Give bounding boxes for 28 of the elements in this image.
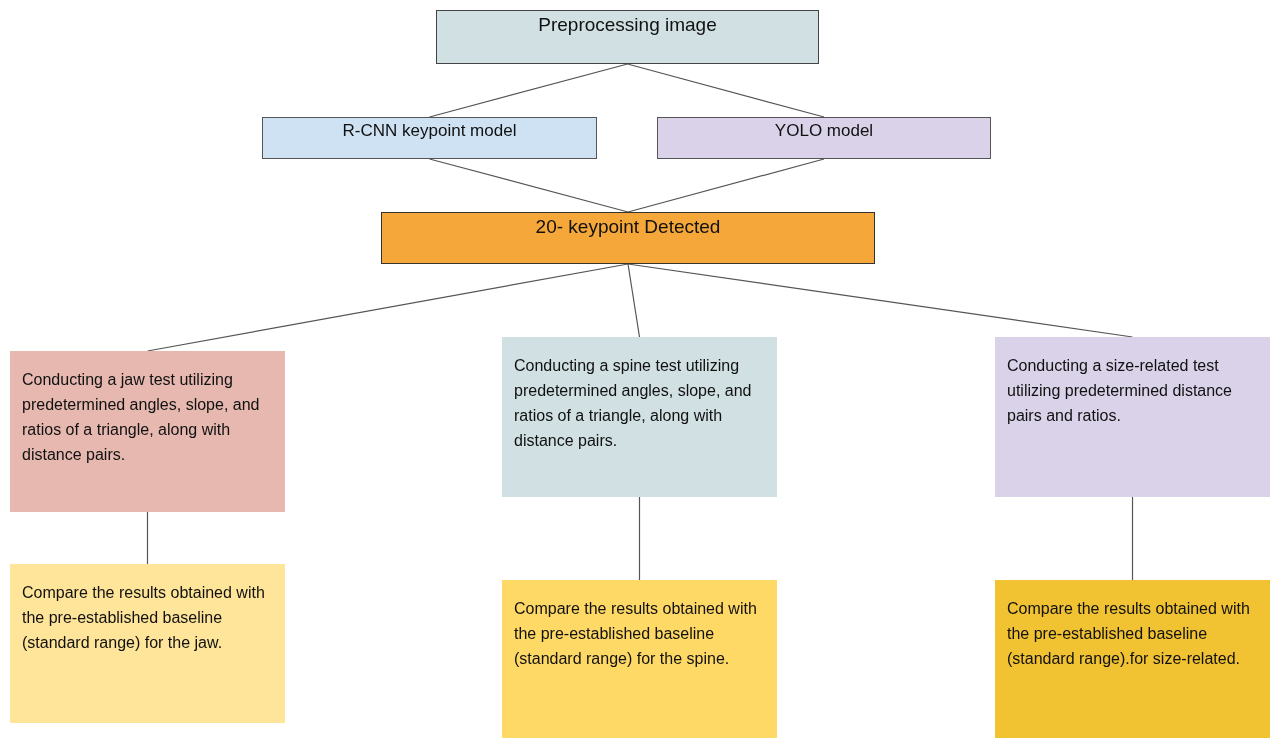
- result-box: [10, 564, 285, 723]
- box-text: Conducting a size-related test utilizing predetermined distance pairs and ratios.: [1007, 356, 1233, 426]
- box-text: YOLO model: [774, 120, 874, 142]
- test-box: [995, 337, 1270, 497]
- box-text: Compare the results obtained with the pre-established baseline (standard range).for size-related.: [1007, 599, 1251, 669]
- model-box: [262, 117, 597, 159]
- box-text: Compare the results obtained with the pre-established baseline (standard range) for the jaw.: [22, 583, 266, 653]
- process-box: [381, 212, 875, 264]
- result-box: [502, 580, 777, 738]
- connector-line: [1131, 496, 1134, 581]
- box-text: R-CNN keypoint model: [342, 120, 517, 142]
- box-text: Conducting a jaw test utilizing predetermined angles, slope, and ratios of a triangle, along with distance pairs.: [22, 370, 261, 465]
- connector-line: [627, 158, 825, 213]
- process-box: [436, 10, 819, 64]
- connector-line: [627, 263, 641, 338]
- box-text: 20- keypoint Detected: [535, 215, 721, 239]
- test-box: [502, 337, 777, 497]
- box-text: Preprocessing image: [538, 13, 717, 37]
- box-text: Conducting a spine test utilizing predetermined angles, slope, and ratios of a triangle, along with distance pairs.: [514, 356, 753, 451]
- connector-line: [428, 158, 629, 213]
- test-box: [10, 351, 285, 512]
- model-box: [657, 117, 991, 159]
- result-box: [995, 580, 1270, 738]
- box-text: Compare the results obtained with the pre-established baseline (standard range) for the spine.: [514, 599, 758, 669]
- connector-line: [146, 511, 149, 565]
- connector-line: [428, 63, 629, 118]
- connector-line: [626, 63, 825, 118]
- connector-line: [638, 496, 641, 581]
